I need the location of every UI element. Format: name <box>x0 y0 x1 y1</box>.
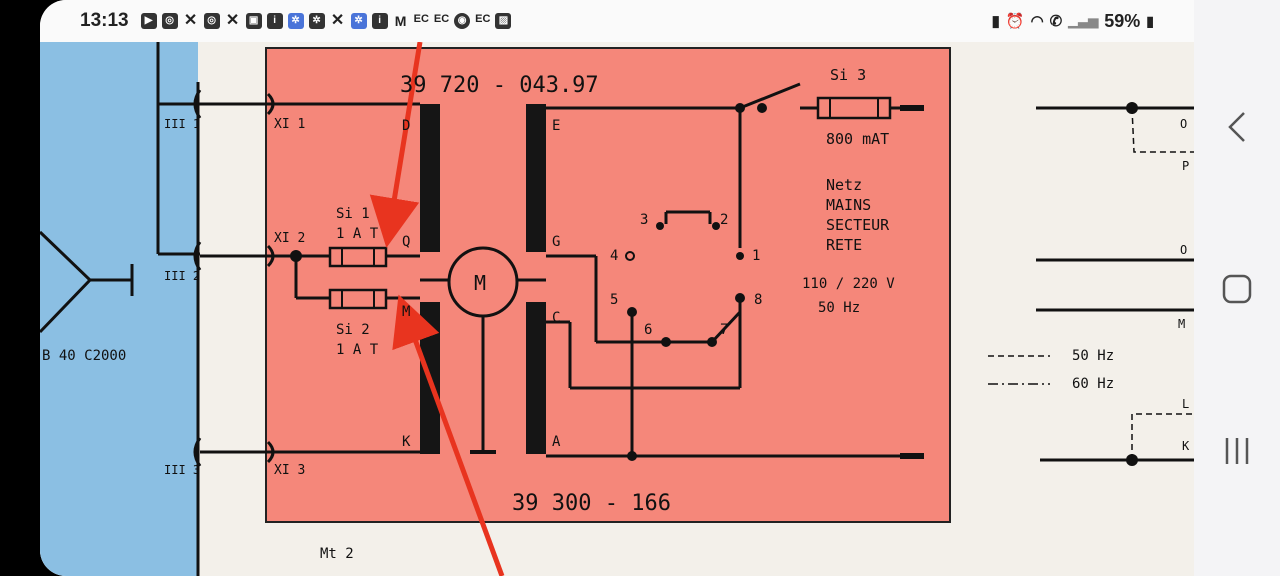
frequency-label: 50 Hz <box>818 300 860 316</box>
ec-icon: EC <box>413 13 429 25</box>
home-button[interactable] <box>1214 266 1260 312</box>
fuse1-rating: 1 A T <box>336 226 379 242</box>
part-number-bottom: 39 300 - 166 <box>512 491 671 516</box>
x-icon: ✕ <box>330 12 345 29</box>
switch-num-8: 8 <box>754 292 762 308</box>
photo-viewer[interactable]: 39 720 - 043.97 39 300 - 166 XI 1 XI 2 X… <box>40 41 1194 576</box>
connector-xi2: XI 2 <box>274 231 305 246</box>
switch-num-7: 7 <box>720 322 728 338</box>
switch-num-5: 5 <box>610 292 618 308</box>
info-icon: i <box>266 13 283 29</box>
wifi-icon: ◠ <box>1030 13 1044 30</box>
terminal-e: E <box>552 118 560 134</box>
fuse3-name: Si 3 <box>830 66 866 84</box>
x-icon: ✕ <box>225 12 240 29</box>
switch-num-1: 1 <box>752 248 760 264</box>
legend-50hz: 50 Hz <box>1072 348 1114 364</box>
connector-xi3: XI 3 <box>274 463 305 478</box>
bars-icon <box>1225 438 1249 464</box>
screen: 13:13 ▶ ◎ ✕ ◎ ✕ ▣ i ✲ ✲ ✕ ✲ i M EC EC ◉ … <box>40 0 1194 576</box>
call-icon: ✆ <box>1049 13 1063 30</box>
switch-num-4: 4 <box>610 248 618 264</box>
fuse1-name: Si 1 <box>336 206 370 222</box>
nav-bar <box>1194 0 1280 576</box>
right-letter-o2: O <box>1180 243 1187 257</box>
pin-iii1: III 1 <box>164 117 200 131</box>
right-letter-l: L <box>1182 397 1189 411</box>
terminal-d: D <box>402 118 410 134</box>
terminal-q: Q <box>402 234 410 250</box>
chrome-icon: ◉ <box>454 13 471 29</box>
mains-en: MAINS <box>826 196 871 214</box>
alarm-icon: ⏰ <box>1005 13 1025 30</box>
fuse2-rating: 1 A T <box>336 342 379 358</box>
instagram-icon: ◎ <box>203 13 220 29</box>
part-number-top: 39 720 - 043.97 <box>400 73 599 98</box>
instagram-icon: ◎ <box>161 13 178 29</box>
image-icon: ▨ <box>495 13 512 29</box>
fuse3-rating: 800 mAT <box>826 130 889 148</box>
legend-60hz: 60 Hz <box>1072 376 1114 392</box>
gmail-icon: M <box>394 13 407 29</box>
back-button[interactable] <box>1214 104 1260 150</box>
terminal-k: K <box>402 434 411 450</box>
battery-icon: ▮ <box>1146 12 1154 29</box>
schematic-photo: 39 720 - 043.97 39 300 - 166 XI 1 XI 2 X… <box>40 41 1194 576</box>
mains-netz: Netz <box>826 176 862 194</box>
terminal-a: A <box>552 434 561 450</box>
switch-num-3: 3 <box>640 212 648 228</box>
switch-num-6: 6 <box>644 322 652 338</box>
rectifier-label: B 40 C2000 <box>42 348 126 364</box>
right-letter-o1: O <box>1180 117 1187 131</box>
status-time: 13:13 <box>80 10 129 31</box>
mains-fr: SECTEUR <box>826 216 890 234</box>
pinwheel-icon: ✲ <box>287 13 304 29</box>
pin-iii2: III 2 <box>164 269 200 283</box>
bus-icon: ▣ <box>245 13 262 29</box>
battery-percent: 59% <box>1104 10 1141 31</box>
voltage-label: 110 / 220 V <box>802 276 895 292</box>
right-letter-p: P <box>1182 159 1189 173</box>
mt2-label: Mt 2 <box>320 546 354 562</box>
mains-it: RETE <box>826 236 862 254</box>
pinwheel-icon: ✲ <box>308 13 325 29</box>
signal-icon: ▁▃▅ <box>1068 13 1099 28</box>
youtube-icon: ▶ <box>140 13 157 29</box>
blue-panel <box>40 42 198 576</box>
terminal-c: C <box>552 310 560 326</box>
ec-icon: EC <box>433 13 450 25</box>
ec-icon: EC <box>475 13 491 25</box>
square-icon <box>1222 274 1252 304</box>
motor-label: M <box>474 271 486 295</box>
chevron-left-icon <box>1228 112 1245 142</box>
right-letter-m: M <box>1178 317 1185 331</box>
status-bar: 13:13 ▶ ◎ ✕ ◎ ✕ ▣ i ✲ ✲ ✕ ✲ i M EC EC ◉ … <box>40 0 1194 42</box>
nfc-icon: ▮ <box>991 13 1000 30</box>
terminal-g: G <box>552 234 560 250</box>
recents-button[interactable] <box>1214 428 1260 474</box>
switch-num-2: 2 <box>720 212 728 228</box>
pin-iii3: III 3 <box>164 463 200 477</box>
x-icon: ✕ <box>183 12 198 29</box>
fuse2-name: Si 2 <box>336 322 370 338</box>
connector-xi1: XI 1 <box>274 117 305 132</box>
info-icon: i <box>371 13 388 29</box>
right-letter-k: K <box>1182 439 1190 453</box>
notification-icons: ▶ ◎ ✕ ◎ ✕ ▣ i ✲ ✲ ✕ ✲ i M EC EC ◉ EC ▨ <box>140 12 512 29</box>
terminal-m: M <box>402 304 410 320</box>
pinwheel-icon: ✲ <box>350 13 367 29</box>
red-panel <box>265 47 951 523</box>
